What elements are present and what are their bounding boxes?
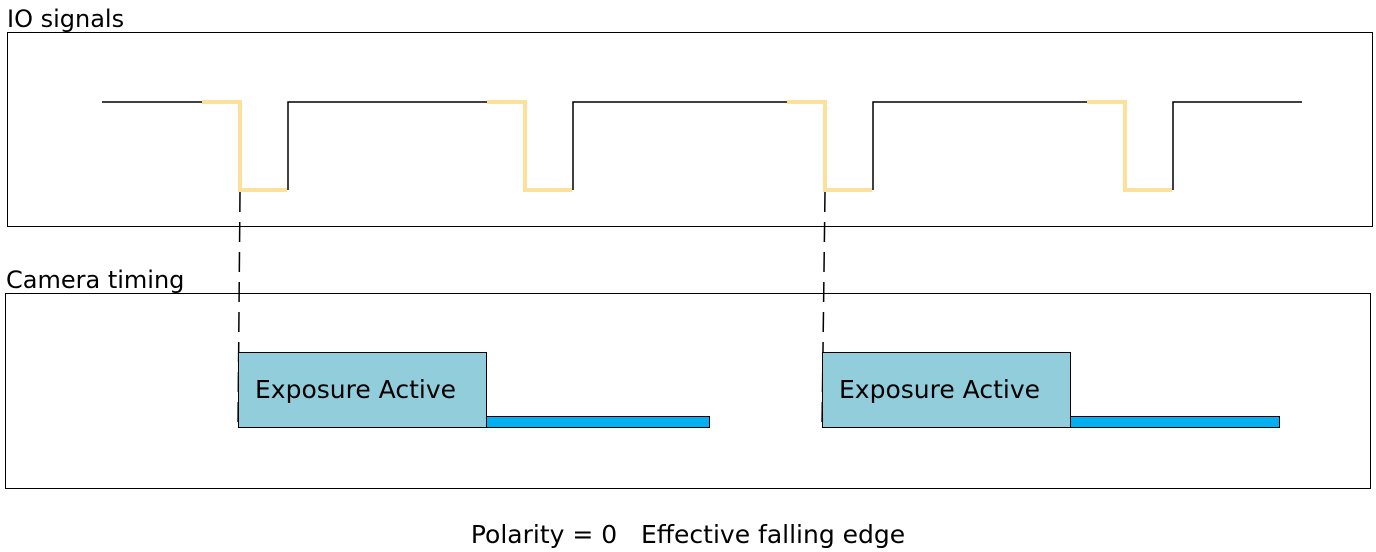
effective-edge-label: Effective falling edge — [641, 520, 906, 549]
io-signals-title: IO signals — [7, 5, 125, 33]
falling-edge-highlights — [202, 100, 1172, 192]
polarity-value: Polarity = 0 — [470, 520, 618, 549]
camera-timing-title: Camera timing — [6, 266, 185, 294]
io-signal-waveform — [102, 101, 1302, 190]
exposure-active-block-2 — [822, 352, 1071, 428]
readout-bar-2 — [1070, 416, 1280, 428]
io-signals-panel — [7, 32, 1373, 227]
falling-edge-highlight-4 — [1087, 100, 1172, 192]
polarity-caption: Polarity = 0 Effective falling edge — [0, 522, 1376, 547]
readout-bar-1 — [486, 416, 710, 428]
exposure-active-block-1 — [238, 352, 487, 428]
falling-edge-highlight-3 — [787, 100, 872, 192]
falling-edge-highlight-1 — [202, 100, 287, 192]
falling-edge-highlight-2 — [487, 100, 572, 192]
camera-timing-panel — [5, 293, 1371, 489]
exposure-active-label-2: Exposure Active — [839, 375, 1040, 404]
exposure-active-label-1: Exposure Active — [255, 375, 456, 404]
